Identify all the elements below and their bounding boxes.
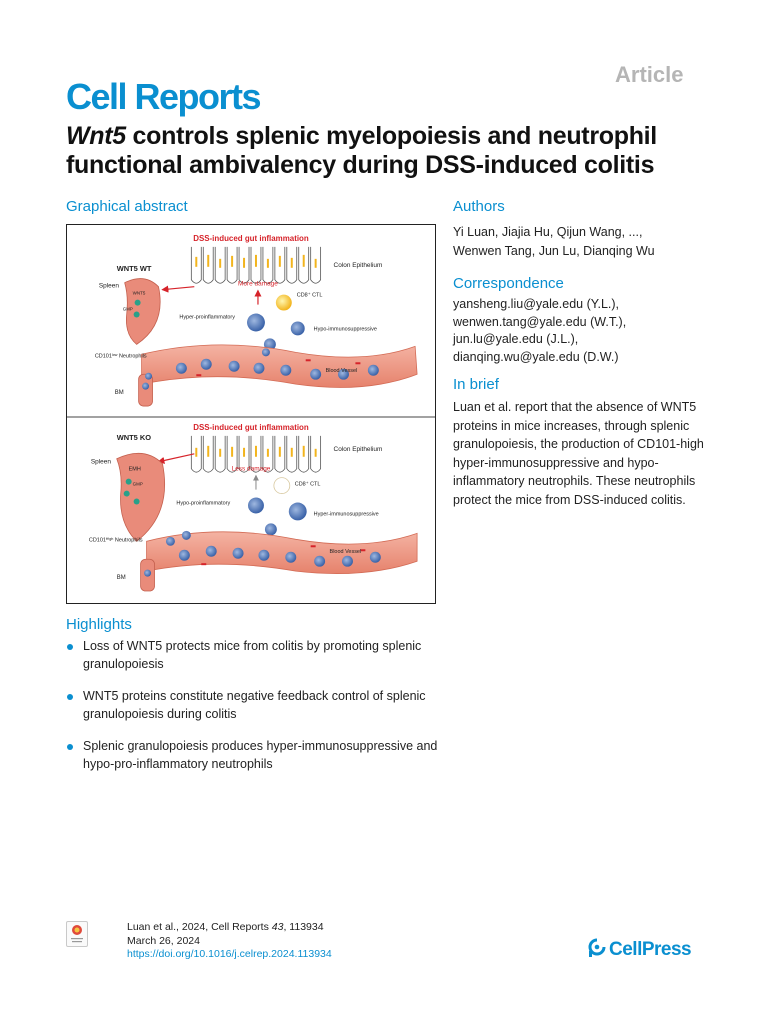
- citation-article: , 113934: [283, 921, 324, 933]
- wt-bone-marrow: [138, 373, 153, 407]
- wt-spleen-shape: [124, 278, 161, 345]
- citation-line: Luan et al., 2024, Cell Reports 43, 1139…: [127, 921, 332, 935]
- wt-ctl-cell: [275, 294, 292, 311]
- wt-colon-epithelium: [190, 246, 322, 284]
- title-rest: controls splenic myelopoiesis and neutro…: [66, 122, 657, 179]
- wt-vessel-label: Blood Vessel: [326, 368, 358, 374]
- ko-vessel-label: Blood Vessel: [330, 549, 362, 555]
- citation-authors: Luan et al., 2024, Cell Reports: [127, 921, 272, 933]
- in-brief-text: Luan et al. report that the absence of W…: [453, 400, 704, 507]
- wt-inflammation-banner: DSS-induced gut inflammation: [193, 234, 309, 243]
- bullet-icon: [67, 694, 73, 700]
- ko-inflammation-banner: DSS-induced gut inflammation: [193, 423, 309, 432]
- publisher-logo: CellPress: [588, 938, 692, 964]
- highlight-item: WNT5 proteins constitute negative feedba…: [66, 688, 446, 723]
- email-link[interactable]: dianqing.wu@yale.edu (D.W.): [453, 349, 619, 364]
- ko-colon-label: Colon Epithelium: [334, 446, 383, 453]
- journal-name: Cell Reports: [66, 76, 262, 117]
- wt-cd101-label: CD101ˡᵒʷ Neutrophils: [95, 352, 147, 359]
- citation-volume: 43: [271, 921, 284, 933]
- wt-colon-label: Colon Epithelium: [334, 262, 383, 269]
- publication-date: March 26, 2024: [127, 934, 200, 947]
- graphical-abstract-heading: Graphical abstract: [66, 198, 188, 215]
- authors-heading: Authors: [453, 198, 505, 215]
- wt-damage-label: More damage: [238, 281, 278, 288]
- highlights-list: Loss of WNT5 protects mice from colitis …: [66, 638, 446, 788]
- highlight-item: Loss of WNT5 protects mice from colitis …: [66, 638, 446, 673]
- article-type-label: Article: [615, 62, 684, 87]
- correspondence-heading: Correspondence: [453, 275, 564, 292]
- bullet-icon: [67, 644, 73, 650]
- highlight-text: WNT5 proteins constitute negative feedba…: [83, 689, 426, 721]
- ko-spleen-shape: [116, 452, 166, 542]
- highlight-text: Splenic granulopoiesis produces hyper-im…: [83, 739, 438, 771]
- email-link[interactable]: jun.lu@yale.edu (J.L.),: [453, 332, 579, 346]
- ko-damage-label: Less damage: [232, 466, 271, 473]
- wt-spleen-label: Spleen: [99, 283, 120, 290]
- wt-ctl-label: CD8⁺ CTL: [297, 292, 323, 299]
- cellpress-logo-icon: [588, 938, 606, 964]
- in-brief-heading: In brief: [453, 376, 499, 393]
- authors-line: Wenwen Tang, Jun Lu, Dianqing Wu: [453, 244, 655, 258]
- ko-colon-epithelium: [190, 435, 322, 473]
- article-title: Wnt5 controls splenic myelopoiesis and n…: [66, 122, 726, 180]
- ko-cd101-label: CD101ᴴⁱᵍʰ Neutrophils: [89, 536, 143, 543]
- ko-genotype-label: WNT5 KO: [117, 433, 152, 442]
- ko-spleen-label: Spleen: [91, 459, 112, 466]
- ko-ctl-label: CD8⁺ CTL: [295, 481, 321, 488]
- email-link[interactable]: yansheng.liu@yale.edu (Y.L.),: [453, 297, 620, 311]
- graphical-abstract-figure: DSS-induced gut inflammation Colon Epith…: [66, 224, 436, 604]
- wt-bm-label: BM: [115, 390, 124, 396]
- wt-genotype-label: WNT5 WT: [117, 264, 152, 273]
- ko-gmp-label: GMP: [133, 482, 143, 487]
- email-link[interactable]: wenwen.tang@yale.edu (W.T.),: [453, 314, 627, 329]
- authors-list: Yi Luan, Jiajia Hu, Qijun Wang, ..., Wen…: [453, 223, 723, 261]
- highlights-heading: Highlights: [66, 616, 132, 633]
- ko-bm-label: BM: [117, 575, 126, 581]
- correspondence-emails: yansheng.liu@yale.edu (Y.L.), wenwen.tan…: [453, 296, 723, 366]
- ko-panel: DSS-induced gut inflammation Colon Epith…: [89, 423, 418, 592]
- doi-link[interactable]: https://doi.org/10.1016/j.celrep.2024.11…: [127, 948, 332, 960]
- ko-proinflammatory-label: Hypo-proinflammatory: [176, 501, 230, 507]
- check-for-updates-icon[interactable]: [66, 921, 88, 947]
- wt-immunosuppressive-label: Hypo-immunosuppressive: [314, 326, 377, 332]
- ko-ctl-cell: [273, 477, 291, 494]
- bullet-icon: [67, 744, 73, 750]
- publisher-name: CellPress: [609, 939, 692, 960]
- wt-panel: DSS-induced gut inflammation Colon Epith…: [95, 234, 418, 407]
- title-gene-name: Wnt5: [66, 122, 126, 150]
- wt-proinflammatory-label: Hyper-proinflammatory: [179, 315, 235, 321]
- authors-line: Yi Luan, Jiajia Hu, Qijun Wang, ...,: [453, 225, 643, 239]
- ko-emh-label: EMH: [129, 467, 141, 473]
- highlight-item: Splenic granulopoiesis produces hyper-im…: [66, 738, 446, 773]
- citation-block: Luan et al., 2024, Cell Reports 43, 1139…: [127, 921, 332, 962]
- wt-gmp-label: GMP: [123, 307, 133, 312]
- highlight-text: Loss of WNT5 protects mice from colitis …: [83, 639, 422, 671]
- ko-immunosuppressive-label: Hyper-immunosuppressive: [314, 511, 379, 517]
- wt-wnt5-label: WNT5: [133, 291, 146, 296]
